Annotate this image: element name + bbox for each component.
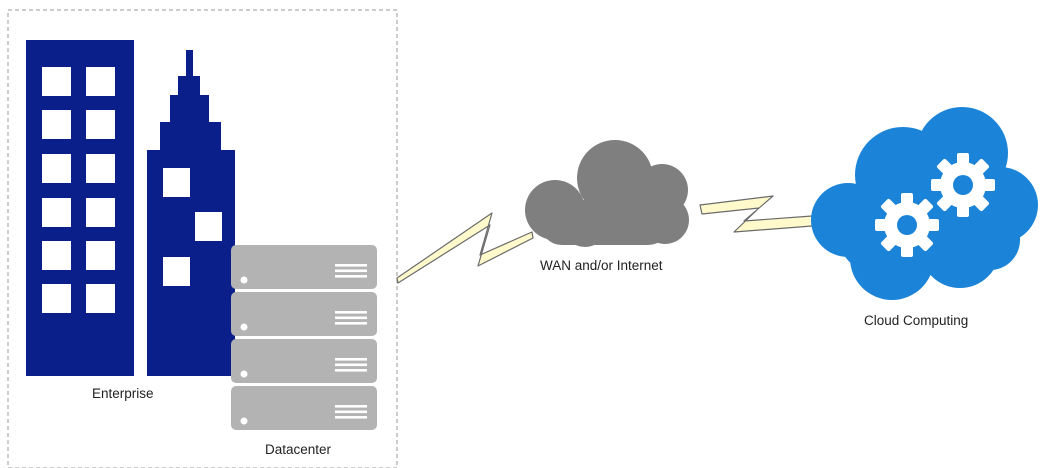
wan-label: WAN and/or Internet	[540, 258, 663, 273]
server-unit	[231, 339, 377, 383]
server-unit	[231, 245, 377, 289]
lightning-link-icon	[699, 195, 813, 233]
datacenter-label: Datacenter	[265, 442, 332, 457]
cloud-gears-icon	[811, 107, 1038, 300]
network-cloud-icon	[525, 140, 689, 247]
server-unit	[231, 292, 377, 336]
lightning-link-icon	[396, 212, 534, 284]
server-unit	[231, 386, 377, 430]
server-rack-icon	[231, 245, 377, 430]
office-building-icon	[26, 40, 134, 376]
skyscraper-icon	[147, 50, 235, 376]
enterprise-label: Enterprise	[92, 386, 154, 401]
enterprise-boundary	[7, 9, 398, 468]
cloud-computing-label: Cloud Computing	[864, 313, 969, 328]
